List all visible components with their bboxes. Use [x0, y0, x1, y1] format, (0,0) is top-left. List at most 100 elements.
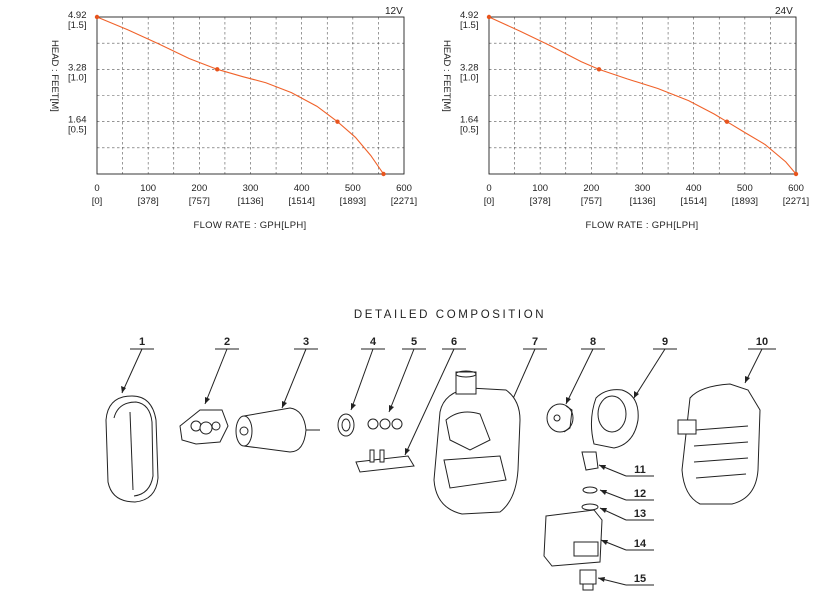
plot-frame — [96, 16, 405, 175]
y-tick-sublabel: [1.5] — [68, 20, 87, 31]
x-tick-label: 100 — [532, 183, 548, 194]
y-tick-label: 4.92 — [68, 10, 87, 21]
part-4-seal — [337, 413, 355, 437]
callout-9: 9 — [633, 336, 677, 399]
y-tick-sublabel: [0.5] — [68, 125, 87, 136]
data-point — [94, 14, 100, 20]
chart-title: 24V — [775, 6, 793, 17]
part-number-12: 12 — [634, 488, 646, 500]
plot-frame — [488, 16, 797, 175]
part-callouts: 1 2 3 4 5 6 7 — [121, 336, 776, 586]
part-number-15: 15 — [634, 573, 646, 585]
part-number-8: 8 — [590, 336, 596, 348]
x-tick-label: 600 — [396, 183, 412, 194]
part-number-10: 10 — [756, 336, 768, 348]
x-tick-label: 200 — [583, 183, 599, 194]
callout-13: 13 — [599, 507, 654, 521]
part-number-14: 14 — [634, 538, 647, 550]
callout-2: 2 — [204, 336, 239, 405]
x-tick-label: 300 — [243, 183, 259, 194]
callout-1: 1 — [121, 336, 154, 394]
composition-title: DETAILED COMPOSITION — [354, 309, 546, 321]
part-15-nozzle — [579, 569, 597, 591]
part-1-cover — [105, 395, 159, 503]
callout-8: 8 — [565, 336, 605, 405]
y-tick-label: 1.64 — [460, 115, 479, 126]
part-11-fitting — [581, 451, 599, 471]
x-tick-label: 600 — [788, 183, 804, 194]
x-tick-label: 300 — [635, 183, 651, 194]
chart-grid — [489, 17, 796, 174]
series-line — [488, 16, 797, 175]
x-tick-label: 200 — [191, 183, 207, 194]
x-axis-label: FLOW RATE : GPH[LPH] — [194, 220, 307, 231]
part-10-strainer — [677, 383, 761, 505]
x-tick-sublabel: [1893] — [732, 196, 758, 207]
part-13-ring — [581, 503, 599, 511]
part-12-ring — [582, 486, 598, 494]
x-tick-labels: 0[0]100[378]200[757]300[1136]400[1514]50… — [92, 183, 417, 207]
y-tick-label: 3.28 — [460, 62, 479, 73]
x-tick-sublabel: [1136] — [630, 196, 656, 207]
chart-grid — [97, 17, 404, 174]
part-number-4: 4 — [370, 336, 377, 348]
y-tick-label: 3.28 — [68, 62, 87, 73]
x-axis-label: FLOW RATE : GPH[LPH] — [586, 220, 699, 231]
x-tick-sublabel: [378] — [138, 196, 159, 207]
part-7-housing — [433, 370, 521, 515]
part-6-terminal — [355, 449, 415, 473]
series-layer — [486, 14, 799, 177]
part-number-6: 6 — [451, 336, 457, 348]
callout-12: 12 — [599, 488, 654, 501]
chart-12v: 12V 4.92[1.5]3.28[1.0]1.64[0.5] 0[0]100[… — [49, 6, 417, 231]
y-tick-labels: 4.92[1.5] 3.28[1.0] 1.64[0.5] — [460, 10, 479, 136]
x-tick-sublabel: [757] — [189, 196, 210, 207]
data-point — [486, 14, 492, 20]
x-tick-label: 100 — [140, 183, 156, 194]
callout-5: 5 — [388, 336, 426, 413]
callout-11: 11 — [598, 464, 654, 477]
callout-3: 3 — [281, 336, 318, 409]
y-tick-labels: 4.92[1.5]3.28[1.0]1.64[0.5] — [68, 10, 87, 136]
y-tick-sublabel: [0.5] — [460, 125, 479, 136]
part-9-cap — [590, 389, 639, 449]
part-number-5: 5 — [411, 336, 417, 348]
part-number-2: 2 — [224, 336, 230, 348]
part-3-motor — [235, 407, 320, 453]
part-14-base — [543, 509, 603, 567]
x-tick-sublabel: [2271] — [783, 196, 809, 207]
y-tick-sublabel: [1.0] — [460, 72, 479, 83]
data-point — [793, 171, 799, 177]
data-point — [724, 119, 730, 124]
y-axis-label: HEAD : FEET[M] — [441, 40, 452, 112]
y-tick-sublabel: [1.5] — [460, 20, 479, 31]
data-point — [215, 67, 220, 72]
part-number-9: 9 — [662, 336, 668, 348]
part-number-1: 1 — [139, 336, 145, 348]
x-tick-label: 0 — [486, 183, 491, 194]
callout-15: 15 — [597, 573, 654, 586]
x-tick-label: 500 — [737, 183, 753, 194]
callout-6: 6 — [404, 336, 466, 456]
part-8-impeller — [546, 403, 574, 433]
x-tick-sublabel: [378] — [530, 196, 551, 207]
part-number-11: 11 — [634, 464, 646, 476]
x-tick-sublabel: [0] — [484, 196, 495, 207]
series-line — [96, 16, 384, 175]
x-tick-label: 400 — [686, 183, 702, 194]
y-tick-label: 1.64 — [68, 115, 87, 126]
data-point — [335, 119, 340, 124]
y-tick-label: 4.92 — [460, 10, 479, 21]
x-tick-label: 400 — [294, 183, 310, 194]
callout-4: 4 — [350, 336, 385, 411]
y-axis-label: HEAD : FEET[M] — [49, 40, 60, 112]
x-tick-labels: 0[0]100[378]200[757]300[1136]400[1514]50… — [484, 183, 809, 207]
chart-24v: 24V 4.92[1.5] 3.28[1.0] 1.64[0.5] 0 [0] 100 [… — [441, 6, 809, 231]
part-number-7: 7 — [532, 336, 538, 348]
series-layer — [94, 14, 386, 177]
callout-10: 10 — [744, 336, 776, 384]
part-5-washers — [367, 418, 403, 430]
callout-14: 14 — [600, 538, 654, 551]
